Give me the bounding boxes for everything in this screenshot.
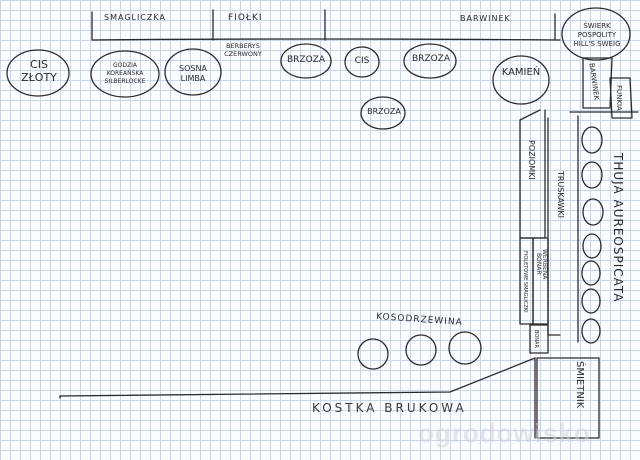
kosodrzewina-circle-1: [357, 338, 389, 370]
brzoza-2-circle: [403, 43, 457, 79]
thuja-circle-6: [581, 288, 601, 314]
kamien-label: kamień: [501, 67, 541, 78]
kostka-label: kostka brukowa: [312, 401, 467, 415]
sosna-label: sosna limba: [179, 64, 207, 84]
fioletowe-label: fioletowe smagliczki: [522, 251, 528, 313]
swierk-label: świerk pospolity hill's sweig: [573, 22, 621, 48]
cis-zloty-circle: [6, 49, 70, 97]
thuja-circle-5: [581, 260, 601, 286]
brzoza-3-circle: [360, 96, 406, 130]
brzoza-1-circle: [280, 43, 332, 79]
cis-label: cis: [354, 56, 370, 66]
funkia-label: funkia: [615, 85, 623, 111]
cis-zloty-label: cis złoty: [21, 58, 57, 85]
thuja-circle-3: [582, 198, 604, 226]
smietnik-label: śmietnik: [574, 361, 585, 409]
barwinek-top-label: barwinek: [460, 14, 511, 23]
top-bed-border: [91, 11, 561, 41]
paving-border: [59, 357, 536, 439]
barwinek-right-bed: [582, 57, 613, 109]
watermark: ogrodowisko: [418, 418, 591, 448]
bonar-label: bonar: [533, 330, 539, 348]
fiolki-label: fiołki: [228, 13, 263, 23]
brzoza-2-label: brzoza: [412, 54, 450, 64]
kosodrzewina-circle-2: [405, 334, 437, 366]
godzia-label: godzia koreańska silberlocke: [104, 62, 146, 86]
smietnik-box: [536, 357, 600, 439]
kosodrzewina-circle-3: [448, 331, 482, 365]
truskawki-label: truskawki: [556, 171, 565, 219]
godzia-circle: [90, 50, 160, 98]
brzoza-3-label: brzoza: [367, 107, 401, 116]
thuja-circle-7: [581, 318, 601, 344]
cis-circle: [344, 46, 380, 78]
kamien-circle: [492, 55, 550, 105]
thuja-circle-2: [581, 161, 603, 189]
swierk-circle: [561, 7, 631, 61]
smagliczka-label: smagliczka: [104, 13, 166, 22]
brzoza-1-label: brzoza: [287, 55, 325, 65]
thuja-circle-1: [581, 126, 603, 154]
funkia-bed: [609, 77, 633, 119]
thuja-circle-4: [582, 233, 602, 259]
werbena-box: [532, 237, 549, 325]
sosna-circle: [164, 48, 222, 96]
werbena-label: werbena bonar: [535, 248, 548, 280]
bonar-box: [529, 324, 549, 354]
thuja-label: thuja aureospicata: [611, 153, 625, 303]
poziomki-label: poziomki: [527, 140, 536, 180]
berberys-label: berberys czerwony: [224, 42, 262, 59]
